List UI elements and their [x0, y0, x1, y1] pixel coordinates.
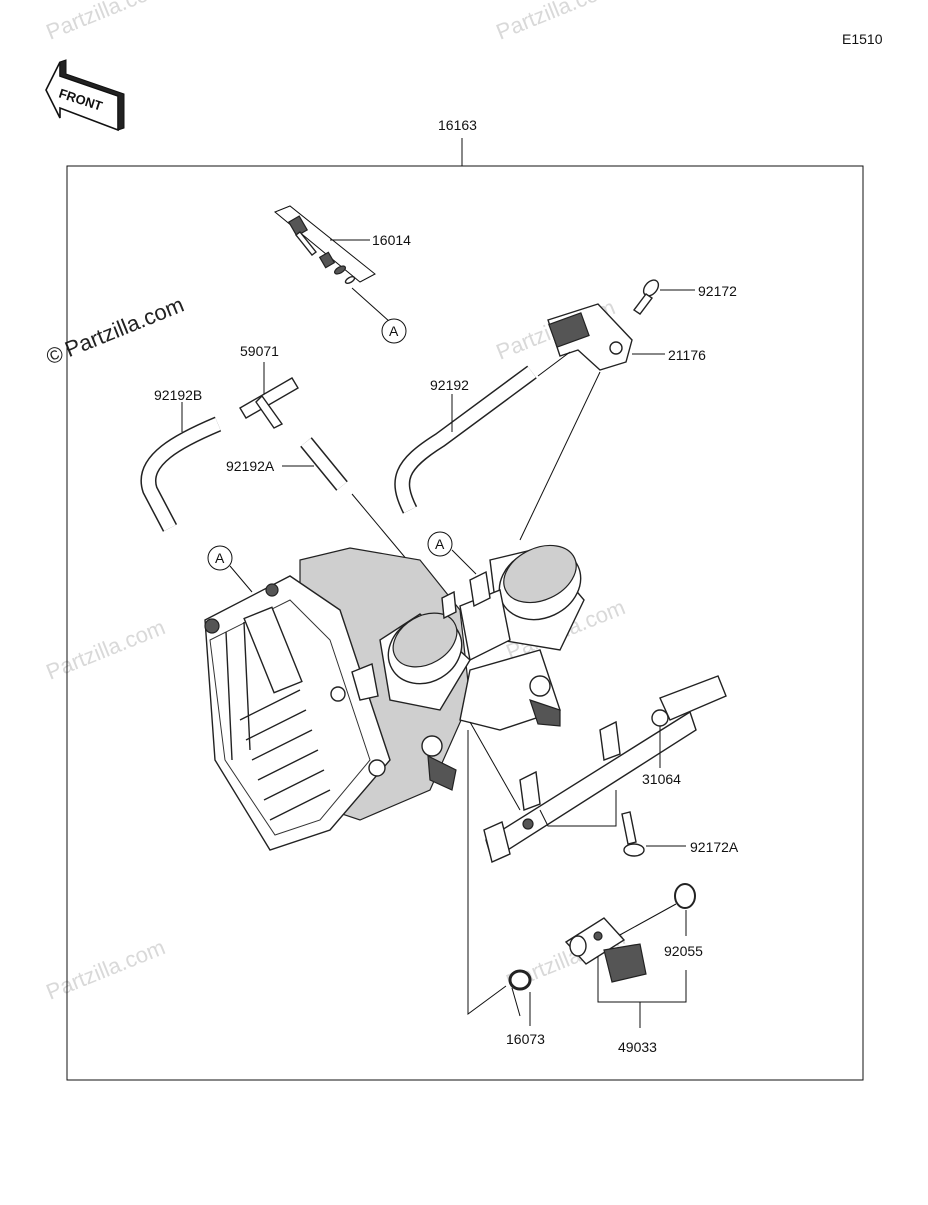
label-59071: 59071 — [240, 343, 279, 359]
label-49033: 49033 — [618, 1039, 657, 1055]
diagram-code: E1510 — [842, 31, 883, 47]
kit-box-outline — [274, 205, 376, 283]
copyright-watermark: ©Partzilla.com — [43, 292, 188, 370]
ref-marker-a-middle: A — [427, 531, 477, 575]
assembly-frame — [66, 165, 864, 1081]
label-92192: 92192 — [430, 377, 469, 393]
part-92192-hose — [394, 351, 571, 514]
part-59071-t-joint — [239, 362, 299, 429]
bracket-49033 — [597, 956, 687, 1003]
label-31064: 31064 — [642, 771, 681, 787]
part-92055-o-ring — [617, 883, 696, 937]
watermark-text: Partzilla.com — [43, 614, 169, 684]
copyright-watermark-text: Partzilla.com — [61, 292, 187, 362]
ref-marker-letter: A — [435, 536, 445, 552]
part-92172-screw — [632, 279, 695, 315]
ref-marker-letter: A — [215, 550, 225, 566]
ref-marker-a-top: A — [381, 318, 407, 344]
part-31064-fuel-rail — [469, 675, 727, 863]
rail-bracket-line — [539, 790, 617, 827]
label-92055: 92055 — [664, 943, 703, 959]
throttle-body-main — [204, 544, 585, 851]
leader-21176-install — [519, 371, 601, 541]
label-16073: 16073 — [506, 1031, 545, 1047]
leader-92192-connect — [537, 351, 571, 377]
leader-rail-install — [469, 721, 521, 811]
label-16163: 16163 — [438, 117, 477, 133]
label-92172a: 92172A — [690, 839, 739, 855]
leader-16073-install — [467, 730, 507, 1015]
watermark-text: Partzilla.com — [43, 934, 169, 1004]
label-92192b: 92192B — [154, 387, 202, 403]
front-arrow-icon: FRONT — [45, 59, 125, 132]
leader-ref-a-top — [351, 287, 391, 323]
ref-marker-letter: A — [389, 323, 399, 339]
part-92192b-hose — [140, 402, 222, 532]
part-92172a-bolt — [621, 811, 686, 857]
label-21176: 21176 — [668, 347, 706, 363]
part-92192a-hose — [282, 437, 445, 605]
housing-ribs — [225, 621, 331, 821]
watermark-text: Partzilla.com — [43, 0, 169, 45]
part-16014-screw-kit — [274, 205, 391, 323]
label-92192a: 92192A — [226, 458, 275, 474]
watermark-text: Partzilla.com — [493, 0, 619, 45]
leader-92055-ring — [617, 903, 677, 937]
ref-marker-a-left: A — [207, 545, 253, 593]
part-21176-sensor — [519, 303, 665, 541]
part-49033-injector — [564, 917, 687, 1028]
label-16014: 16014 — [372, 232, 411, 248]
label-92172: 92172 — [698, 283, 737, 299]
watermark-group: Partzilla.com Partzilla.com Partzilla.co… — [43, 0, 629, 1005]
part-16073-seal — [467, 730, 532, 1026]
